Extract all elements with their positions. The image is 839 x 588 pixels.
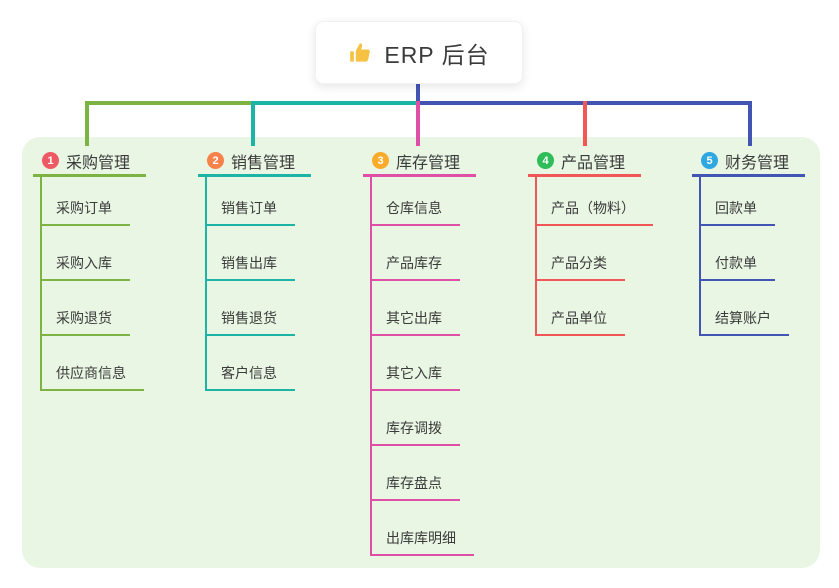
branch-sales: 2 销售管理 销售订单 销售出库 销售退货 客户信息 bbox=[198, 147, 311, 391]
branch-purchase: 1 采购管理 采购订单 采购入库 采购退货 供应商信息 bbox=[33, 147, 146, 391]
branch-product: 4 产品管理 产品（物料） 产品分类 产品单位 bbox=[528, 147, 653, 336]
branch-children: 仓库信息 产品库存 其它出库 其它入库 库存调拨 库存盘点 出库库明细 bbox=[370, 177, 474, 556]
child-node[interactable]: 付款单 bbox=[701, 226, 775, 281]
branch-header-sales[interactable]: 2 销售管理 bbox=[198, 147, 311, 177]
child-node[interactable]: 供应商信息 bbox=[42, 336, 144, 391]
branch-header-inventory[interactable]: 3 库存管理 bbox=[363, 147, 476, 177]
branch-children: 采购订单 采购入库 采购退货 供应商信息 bbox=[40, 177, 144, 391]
thumbs-up-icon bbox=[348, 40, 374, 66]
branch-label: 财务管理 bbox=[725, 154, 790, 172]
child-node[interactable]: 库存盘点 bbox=[372, 446, 460, 501]
branch-label: 销售管理 bbox=[231, 154, 296, 172]
spine-segment-teal bbox=[253, 101, 420, 105]
branch-badge: 4 bbox=[537, 152, 554, 169]
child-node[interactable]: 产品（物料） bbox=[537, 177, 653, 226]
branch-children: 产品（物料） 产品分类 产品单位 bbox=[535, 177, 653, 336]
child-node[interactable]: 出库库明细 bbox=[372, 501, 474, 556]
drop-line-inventory bbox=[416, 101, 420, 146]
branch-header-product[interactable]: 4 产品管理 bbox=[528, 147, 641, 177]
spine-segment-green bbox=[85, 101, 255, 105]
child-node[interactable]: 销售订单 bbox=[207, 177, 295, 226]
branch-header-purchase[interactable]: 1 采购管理 bbox=[33, 147, 146, 177]
branches-panel bbox=[22, 137, 820, 568]
child-node[interactable]: 产品单位 bbox=[537, 281, 625, 336]
child-node[interactable]: 采购退货 bbox=[42, 281, 130, 336]
child-node[interactable]: 销售退货 bbox=[207, 281, 295, 336]
child-node[interactable]: 产品分类 bbox=[537, 226, 625, 281]
child-node[interactable]: 回款单 bbox=[701, 177, 775, 226]
branch-header-finance[interactable]: 5 财务管理 bbox=[692, 147, 805, 177]
child-node[interactable]: 客户信息 bbox=[207, 336, 295, 391]
child-node[interactable]: 销售出库 bbox=[207, 226, 295, 281]
branch-inventory: 3 库存管理 仓库信息 产品库存 其它出库 其它入库 库存调拨 库存盘点 出库库… bbox=[363, 147, 476, 556]
child-node[interactable]: 其它入库 bbox=[372, 336, 460, 391]
branch-badge: 5 bbox=[701, 152, 718, 169]
child-node[interactable]: 产品库存 bbox=[372, 226, 460, 281]
branch-badge: 3 bbox=[372, 152, 389, 169]
branch-label: 库存管理 bbox=[396, 154, 461, 172]
branch-label: 采购管理 bbox=[66, 154, 131, 172]
child-node[interactable]: 采购入库 bbox=[42, 226, 130, 281]
branch-children: 回款单 付款单 结算账户 bbox=[699, 177, 789, 336]
drop-line-purchase bbox=[85, 101, 89, 146]
root-label: ERP 后台 bbox=[384, 41, 490, 68]
child-node[interactable]: 其它出库 bbox=[372, 281, 460, 336]
root-node[interactable]: ERP 后台 bbox=[315, 21, 523, 84]
branch-label: 产品管理 bbox=[561, 154, 626, 172]
child-node[interactable]: 仓库信息 bbox=[372, 177, 460, 226]
branch-badge: 1 bbox=[42, 152, 59, 169]
root-connector-line bbox=[416, 84, 420, 103]
branch-finance: 5 财务管理 回款单 付款单 结算账户 bbox=[692, 147, 805, 336]
child-node[interactable]: 结算账户 bbox=[701, 281, 789, 336]
drop-line-finance bbox=[748, 101, 752, 146]
branch-children: 销售订单 销售出库 销售退货 客户信息 bbox=[205, 177, 295, 391]
child-node[interactable]: 库存调拨 bbox=[372, 391, 460, 446]
drop-line-sales bbox=[251, 101, 255, 146]
child-node[interactable]: 采购订单 bbox=[42, 177, 130, 226]
branch-badge: 2 bbox=[207, 152, 224, 169]
drop-line-product bbox=[583, 101, 587, 146]
